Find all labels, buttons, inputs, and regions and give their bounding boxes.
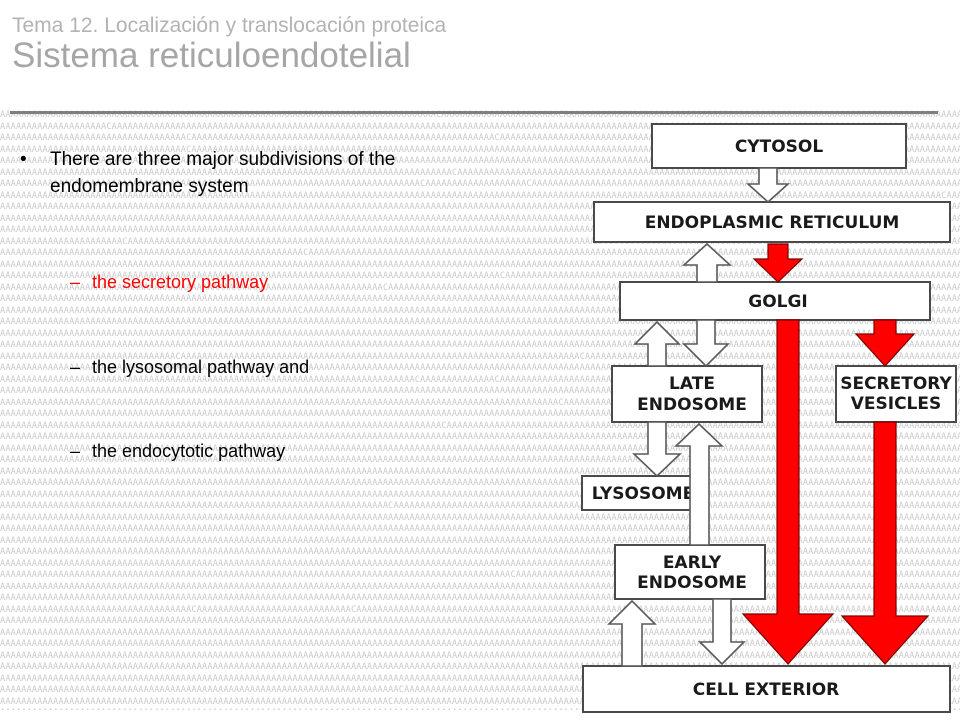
bullet-text: the endocytotic pathway — [92, 441, 286, 461]
secretory-vesicles-label-2: VESICLES — [851, 394, 942, 414]
dna-sequence-background: AAAAAAAAAAAAAAAAAAAAAAAAAAAAAAAAAAAAAAAA… — [0, 110, 960, 710]
early-endosome-label-1: EARLY — [663, 553, 722, 573]
red-arrow-golgi-to-cell-exterior — [741, 319, 835, 665]
late-endosome-box — [611, 365, 763, 423]
red-arrow-er-to-golgi — [752, 243, 804, 283]
arrow-golgi-to-er — [681, 242, 733, 283]
dash-marker: – — [70, 357, 81, 377]
golgi-label: GOLGI — [748, 292, 808, 312]
arrow-early-endosome-to-late-endosome — [674, 422, 724, 546]
cytosol-box — [651, 123, 907, 169]
early-endosome-label-2: ENDOSOME — [637, 573, 747, 593]
late-endosome-label-1: LATE — [669, 374, 715, 394]
bullet-dot: • — [20, 149, 27, 170]
slide-title: Sistema reticuloendotelial — [12, 36, 411, 75]
arrow-cell-exterior-to-early-endosome — [607, 599, 657, 667]
title-divider — [10, 111, 938, 114]
secretory-vesicles-box — [835, 365, 957, 423]
cell-exterior-label: CELL EXTERIOR — [693, 680, 840, 700]
arrow-late-endosome-to-lysosome — [632, 421, 682, 478]
early-endosome-box — [614, 544, 766, 600]
arrow-golgi-to-late-endosome — [682, 319, 730, 368]
bullet-main: • There are three major subdivisions of … — [20, 146, 492, 200]
golgi-box — [619, 281, 931, 321]
arrow-cytosol-to-er — [745, 167, 791, 204]
bullet-lysosomal-pathway: –the lysosomal pathway and — [70, 357, 309, 378]
lysosome-label: LYSOSOME — [592, 484, 694, 504]
red-arrow-secretory-vesicles-to-cell-exterior — [840, 421, 930, 665]
bullet-secretory-pathway: –the secretory pathway — [70, 272, 268, 293]
bullet-endocytotic-pathway: –the endocytotic pathway — [70, 441, 285, 462]
red-arrow-golgi-to-secretory-vesicles — [854, 319, 916, 367]
secretory-vesicles-label-1: SECRETORY — [840, 374, 952, 394]
er-box — [593, 201, 951, 243]
cytosol-label: CYTOSOL — [735, 137, 824, 157]
dash-marker: – — [70, 272, 81, 292]
er-label: ENDOPLASMIC RETICULUM — [645, 213, 900, 233]
late-endosome-label-2: ENDOSOME — [637, 395, 747, 415]
bullet-text: the secretory pathway — [92, 272, 269, 292]
bullet-text: the lysosomal pathway and — [92, 357, 310, 377]
slide-subtitle: Tema 12. Localización y translocación pr… — [12, 14, 447, 37]
cell-exterior-box — [582, 665, 951, 713]
arrow-late-endosome-to-golgi — [633, 320, 681, 367]
arrow-early-endosome-to-cell-exterior — [698, 598, 746, 666]
slide-header: Tema 12. Localización y translocación pr… — [12, 14, 446, 76]
bullet-main-text: There are three major subdivisions of th… — [50, 149, 396, 197]
dash-marker: – — [70, 441, 81, 461]
